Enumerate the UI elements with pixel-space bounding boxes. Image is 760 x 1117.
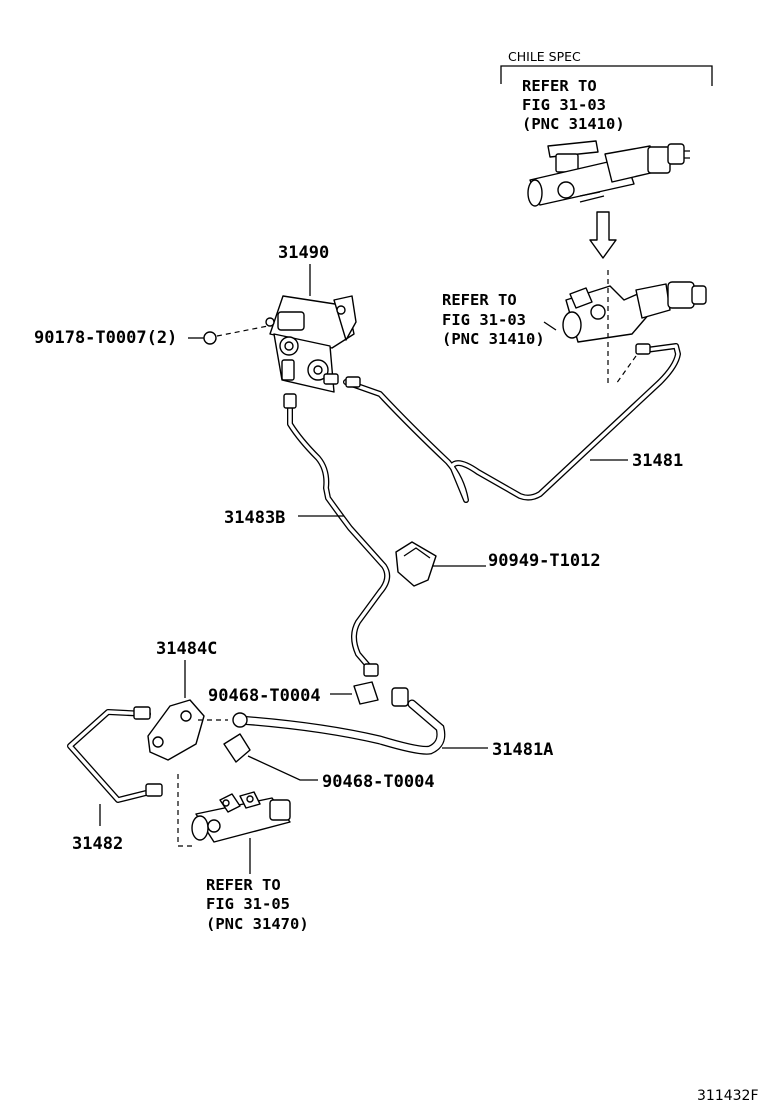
- reference-bottom: REFER TO FIG 31-05 (PNC 31470): [206, 876, 309, 933]
- pipe-31482: 31482: [67, 706, 196, 854]
- reference-top: REFER TO FIG 31-03 (PNC 31410): [522, 77, 625, 133]
- part-number-90949: 90949-T1012: [488, 551, 601, 571]
- hose-31481a: 31481A: [232, 687, 553, 760]
- callout-90468-lower: 90468-T0004: [223, 733, 435, 792]
- part-number-31482: 31482: [72, 834, 123, 854]
- chile-spec-bracket: CHILE SPEC: [500, 49, 713, 86]
- part-number-31484c: 31484C: [156, 639, 217, 659]
- master-cylinder-top-icon: [527, 140, 690, 207]
- part-number-31483b: 31483B: [224, 508, 285, 528]
- bolt-icon: [203, 331, 217, 345]
- callout-31490: 31490: [278, 243, 329, 296]
- part-number-31481a: 31481A: [492, 740, 553, 760]
- figure-code: 311432F: [697, 1088, 759, 1104]
- pipe-31483b: 31483B: [224, 393, 391, 677]
- part-number-31481: 31481: [632, 451, 683, 471]
- valve-bracket-icon: [265, 295, 357, 393]
- callout-90949: 90949-T1012: [395, 541, 601, 587]
- callout-31484c: 31484C: [147, 639, 228, 761]
- pipe-31481: 31481: [343, 343, 683, 503]
- release-cylinder-icon: [191, 791, 291, 874]
- reference-middle-line-3: (PNC 31410): [442, 330, 545, 348]
- bracket-icon: [147, 699, 205, 761]
- reference-middle: REFER TO FIG 31-03 (PNC 31410): [442, 291, 545, 348]
- callout-90468-upper: 90468-T0004: [208, 681, 379, 706]
- down-arrow-icon: [589, 211, 617, 259]
- reference-top-line-1: REFER TO: [522, 77, 597, 95]
- chile-spec-label: CHILE SPEC: [508, 49, 581, 64]
- callout-90178: 90178-T0007(2): [34, 325, 269, 348]
- master-cylinder-middle-icon: [543, 270, 707, 385]
- reference-middle-line-1: REFER TO: [442, 291, 517, 309]
- reference-bottom-line-2: FIG 31-05: [206, 895, 290, 913]
- clip-lower-icon: [223, 733, 251, 763]
- reference-top-line-2: FIG 31-03: [522, 96, 606, 114]
- part-number-90178: 90178-T0007(2): [34, 328, 177, 348]
- reference-bottom-line-1: REFER TO: [206, 876, 281, 894]
- reference-bottom-line-3: (PNC 31470): [206, 915, 309, 933]
- reference-middle-line-2: FIG 31-03: [442, 311, 526, 329]
- part-number-31490: 31490: [278, 243, 329, 263]
- part-number-90468-upper: 90468-T0004: [208, 686, 321, 706]
- clip-upper-icon: [353, 681, 379, 705]
- reference-top-line-3: (PNC 31410): [522, 115, 625, 133]
- part-number-90468-lower: 90468-T0004: [322, 772, 435, 792]
